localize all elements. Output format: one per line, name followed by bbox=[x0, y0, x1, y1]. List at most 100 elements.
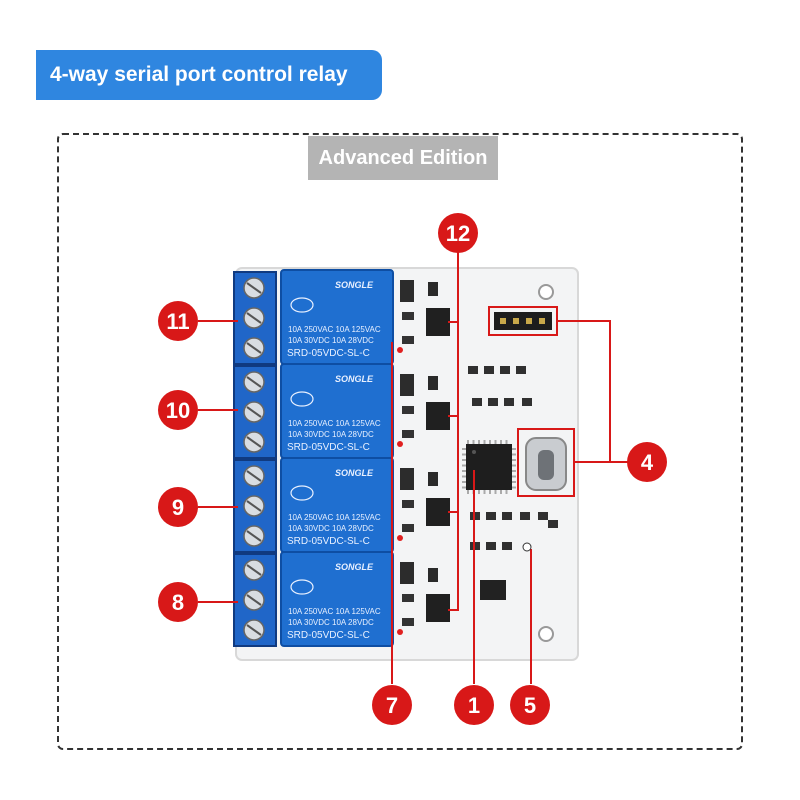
mcu-pin bbox=[512, 464, 516, 467]
callout-number: 12 bbox=[446, 221, 470, 246]
smd-component bbox=[516, 366, 526, 374]
screw-slot bbox=[246, 312, 262, 324]
smd-component bbox=[538, 512, 548, 520]
mcu-pin bbox=[512, 486, 516, 489]
mcu-pin bbox=[462, 486, 466, 489]
relay-rating-2: 10A 30VDC 10A 28VDC bbox=[288, 524, 374, 533]
mcu-pin bbox=[494, 440, 497, 444]
mcu-pin bbox=[505, 490, 508, 494]
relay-model: SRD-05VDC-SL-C bbox=[287, 348, 370, 359]
callout-number: 5 bbox=[524, 693, 536, 718]
mcu-pin bbox=[462, 464, 466, 467]
relay-model: SRD-05VDC-SL-C bbox=[287, 630, 370, 641]
relay-brand: SONGLE bbox=[335, 468, 374, 478]
smd-component bbox=[488, 398, 498, 406]
callout-12 bbox=[438, 213, 478, 253]
led bbox=[397, 629, 403, 635]
mcu-pin bbox=[500, 490, 502, 494]
cqc-logo bbox=[290, 579, 314, 595]
callout-number: 10 bbox=[166, 398, 190, 423]
header-pin bbox=[513, 318, 519, 324]
mcu-pin bbox=[462, 448, 466, 450]
screw-slot bbox=[246, 624, 262, 636]
optocoupler bbox=[426, 594, 450, 622]
relay-brand: SONGLE bbox=[335, 562, 374, 572]
smd-resistor bbox=[402, 430, 414, 438]
callout-number: 8 bbox=[172, 590, 184, 615]
mcu-pin bbox=[512, 470, 516, 472]
title-banner: 4-way serial port control relay bbox=[36, 50, 382, 100]
screw-slot bbox=[246, 470, 262, 482]
smd-component bbox=[502, 512, 512, 520]
optocoupler bbox=[426, 498, 450, 526]
relay-model: SRD-05VDC-SL-C bbox=[287, 442, 370, 453]
edition-label: Advanced Edition bbox=[308, 136, 498, 180]
smd-component bbox=[548, 520, 558, 528]
smd-resistor bbox=[402, 500, 414, 508]
callout-8 bbox=[158, 582, 198, 622]
component-dot bbox=[522, 542, 532, 552]
mcu-pin bbox=[472, 440, 475, 444]
relay-rating-1: 10A 250VAC 10A 125VAC bbox=[288, 325, 381, 334]
cqc-logo bbox=[290, 485, 314, 501]
callout-1 bbox=[454, 685, 494, 725]
smd-resistor bbox=[402, 312, 414, 320]
diode bbox=[400, 374, 414, 396]
diode bbox=[400, 280, 414, 302]
smd-resistor bbox=[402, 336, 414, 344]
pin-header bbox=[494, 312, 552, 330]
mcu-pin bbox=[500, 440, 502, 444]
screw-slot bbox=[246, 282, 262, 294]
mcu-pin bbox=[512, 448, 516, 450]
callout-number: 4 bbox=[641, 450, 654, 475]
screw-slot bbox=[246, 436, 262, 448]
mcu-pin bbox=[483, 440, 486, 444]
mcu-pin bbox=[489, 440, 491, 444]
relay-rating-1: 10A 250VAC 10A 125VAC bbox=[288, 607, 381, 616]
relay-rating-2: 10A 30VDC 10A 28VDC bbox=[288, 336, 374, 345]
led bbox=[397, 347, 403, 353]
smd-component bbox=[520, 512, 530, 520]
screw-slot bbox=[246, 376, 262, 388]
callout-9 bbox=[158, 487, 198, 527]
mcu-marker bbox=[472, 450, 476, 454]
mcu-pin bbox=[512, 475, 516, 478]
title-text: 4-way serial port control relay bbox=[50, 63, 348, 86]
header-pin bbox=[500, 318, 506, 324]
transistor bbox=[428, 282, 438, 296]
header-pin bbox=[526, 318, 532, 324]
screw-slot bbox=[246, 500, 262, 512]
optocoupler bbox=[426, 402, 450, 430]
usb-highlight-box bbox=[517, 428, 575, 497]
transistor bbox=[428, 376, 438, 390]
smd-component bbox=[484, 366, 494, 374]
mcu-pin bbox=[512, 459, 516, 461]
callout-5 bbox=[510, 685, 550, 725]
mcu-pin bbox=[505, 440, 508, 444]
mcu-pin bbox=[467, 490, 469, 494]
transistor bbox=[428, 472, 438, 486]
callout-number: 11 bbox=[166, 309, 189, 334]
mcu-pin bbox=[489, 490, 491, 494]
smd-resistor bbox=[402, 524, 414, 532]
smd-component bbox=[500, 366, 510, 374]
screw-slot bbox=[246, 342, 262, 354]
smd-component bbox=[504, 398, 514, 406]
mcu-pin bbox=[462, 470, 466, 472]
usb-c-slot bbox=[538, 450, 554, 480]
dashed-frame bbox=[57, 133, 743, 750]
transistor bbox=[428, 568, 438, 582]
led bbox=[397, 441, 403, 447]
mcu-pin bbox=[512, 481, 516, 483]
screw-slot bbox=[246, 530, 262, 542]
smd-component bbox=[468, 366, 478, 374]
mcu-pin bbox=[512, 453, 516, 456]
cqc-logo bbox=[290, 297, 314, 313]
edition-text: Advanced Edition bbox=[318, 147, 488, 169]
led bbox=[397, 535, 403, 541]
callout-number: 1 bbox=[468, 693, 480, 718]
regulator-ic bbox=[480, 580, 506, 600]
mcu-pin bbox=[462, 459, 466, 461]
callout-4 bbox=[627, 442, 667, 482]
